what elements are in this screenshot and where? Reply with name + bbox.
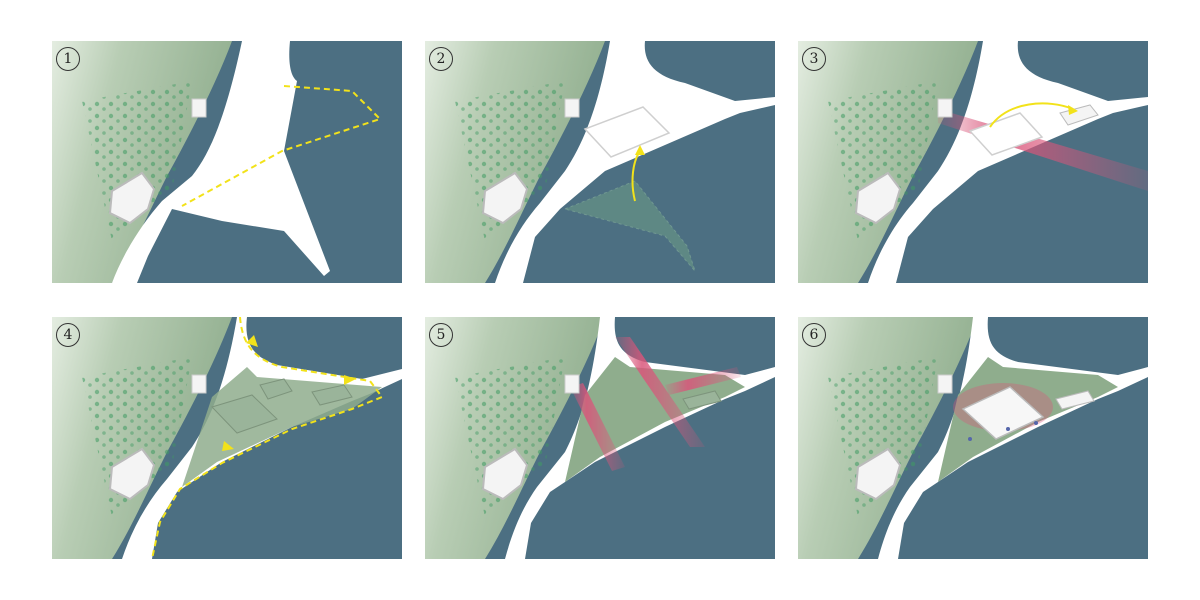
step-number-badge: 5 [429, 323, 453, 347]
pier-building [937, 374, 953, 394]
tree-canopy [82, 357, 192, 517]
existing-building [108, 447, 156, 501]
reclaimed-ground [868, 41, 1148, 283]
step-panel-2: 2 [425, 41, 775, 283]
visitor-marker [968, 437, 972, 441]
existing-building [481, 171, 529, 225]
existing-building [481, 447, 529, 501]
step-panel-5: 5 [425, 317, 775, 559]
arrow-head [1068, 105, 1078, 115]
relocated-building [1059, 104, 1099, 126]
site-plan-4 [52, 317, 402, 559]
expand-arrow [246, 335, 258, 347]
step-panel-3: 3 [798, 41, 1148, 283]
relocated-building-outline [682, 390, 722, 410]
proposed-platform [583, 106, 671, 158]
site-plan-2 [425, 41, 775, 283]
step-panel-6: 6 [798, 317, 1148, 559]
view-axis-2 [570, 383, 625, 471]
pier-building [564, 98, 580, 118]
tree-canopy [828, 357, 938, 517]
visitor-marker [1006, 427, 1010, 431]
boundary-line [181, 85, 382, 207]
step-panel-4: 4 [52, 317, 402, 559]
visitor-marker [1034, 421, 1038, 425]
site-plan-6 [798, 317, 1148, 559]
tree-canopy [828, 81, 938, 241]
pier-building [191, 374, 207, 394]
existing-building [854, 447, 902, 501]
relocated-building [1055, 390, 1095, 410]
tree-canopy [82, 81, 192, 241]
pier-building [937, 98, 953, 118]
step-number-badge: 1 [56, 47, 80, 71]
site-plan-3 [798, 41, 1148, 283]
step-number-badge: 4 [56, 323, 80, 347]
public-plaza-platform [961, 386, 1045, 440]
expand-arrow [344, 375, 356, 385]
pier-building [191, 98, 207, 118]
step-number-badge: 2 [429, 47, 453, 71]
reclaimed-ground [495, 41, 775, 283]
platform-outline [211, 394, 278, 434]
view-axis-1 [615, 337, 705, 447]
boundary-line [151, 317, 384, 559]
site-plan-1 [52, 41, 402, 283]
pavilion-outline [259, 378, 293, 400]
existing-building [108, 171, 156, 225]
site-plan-5 [425, 317, 775, 559]
step-number-badge: 3 [802, 47, 826, 71]
relocate-arrow [989, 102, 1074, 128]
relocated-building-outline [311, 384, 353, 406]
expand-arrow [222, 441, 234, 451]
pier-building [564, 374, 580, 394]
tree-canopy [455, 357, 565, 517]
step-number-badge: 6 [802, 323, 826, 347]
view-axis-3 [665, 367, 741, 395]
proposed-platform [968, 112, 1044, 156]
step-panel-1: 1 [52, 41, 402, 283]
arrow-head [635, 145, 645, 155]
reclaimed-ground [112, 41, 330, 283]
tree-canopy [455, 81, 565, 241]
removed-land-area [563, 180, 696, 272]
existing-building [854, 171, 902, 225]
